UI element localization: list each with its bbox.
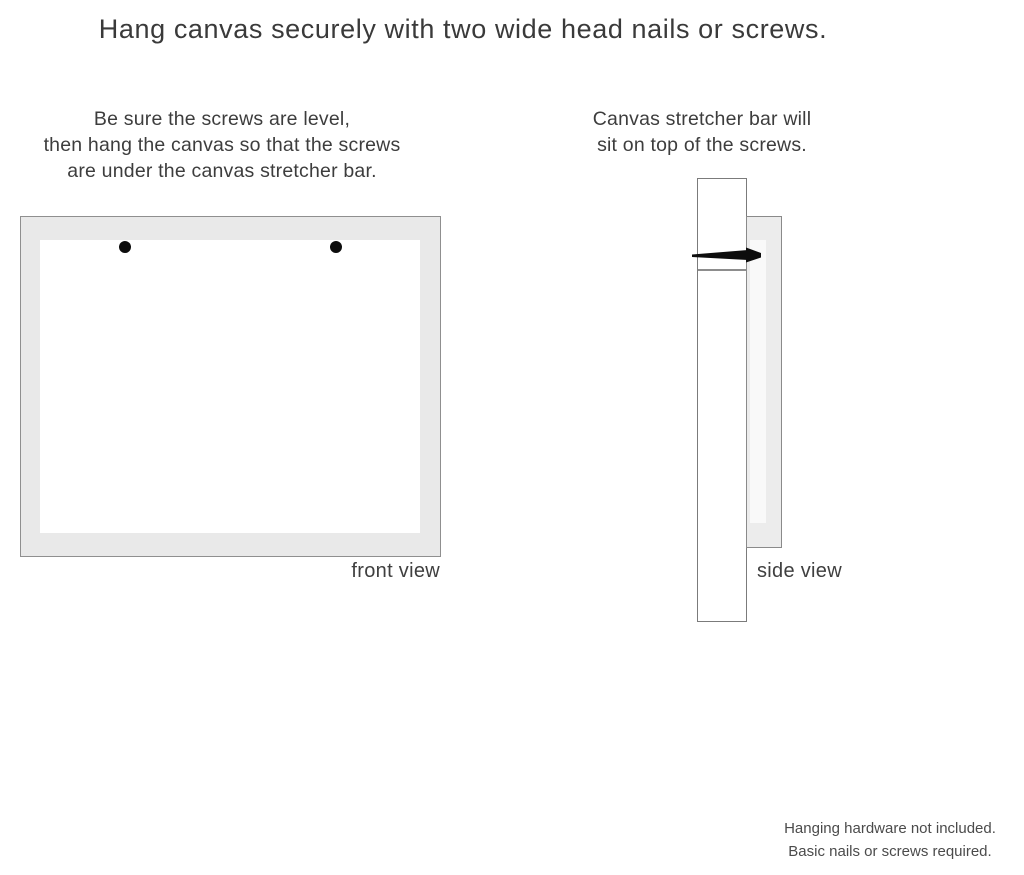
front-view-label: front view bbox=[351, 560, 440, 582]
instruction-line: then hang the canvas so that the screws bbox=[43, 134, 401, 156]
side-view-instruction-text: Canvas stretcher bar will sit on top of … bbox=[552, 106, 852, 158]
front-view-instruction-text: Be sure the screws are level, then hang … bbox=[22, 106, 422, 184]
front-view-canvas-frame bbox=[20, 216, 441, 557]
nail-head-dot-right-icon bbox=[330, 241, 342, 253]
nail-head-dot-left-icon bbox=[119, 241, 131, 253]
page-title: Hang canvas securely with two wide head … bbox=[98, 14, 828, 44]
side-view-canvas-edge bbox=[746, 216, 782, 548]
footer-line: Hanging hardware not included. bbox=[784, 820, 996, 837]
hardware-disclaimer-note: Hanging hardware not included. Basic nai… bbox=[740, 817, 1024, 863]
nail-side-icon bbox=[692, 247, 761, 263]
instruction-line: sit on top of the screws. bbox=[597, 134, 807, 156]
instruction-line: Canvas stretcher bar will bbox=[592, 108, 812, 130]
instruction-line: Be sure the screws are level, bbox=[93, 108, 351, 130]
side-view-label: side view bbox=[757, 560, 842, 582]
front-view-canvas-face bbox=[40, 240, 420, 533]
footer-line: Basic nails or screws required. bbox=[788, 843, 992, 860]
side-view-canvas-edge-face bbox=[750, 240, 766, 523]
instruction-line: are under the canvas stretcher bar. bbox=[67, 160, 377, 182]
side-view-bar-divider-line bbox=[698, 269, 746, 271]
